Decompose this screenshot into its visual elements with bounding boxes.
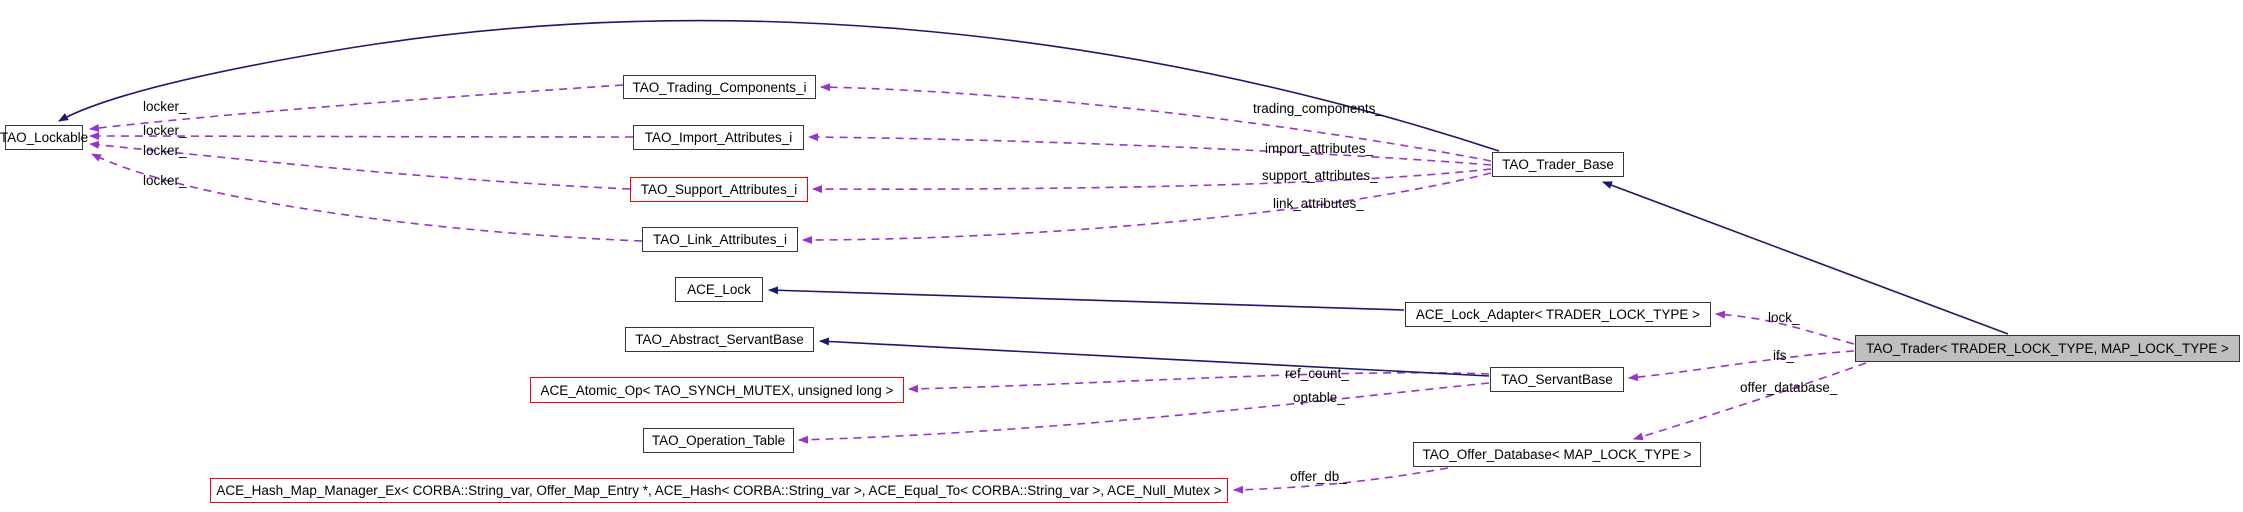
node-tao-trading-components-i[interactable]: TAO_Trading_Components_i — [623, 75, 816, 99]
edge-tao-offer-database-to-ace-hash-map-manager-ex — [1233, 467, 1449, 494]
node-tao-operation-table[interactable]: TAO_Operation_Table — [643, 428, 794, 453]
edge-label-lock: lock_ — [1768, 310, 1800, 325]
node-ace-hash-map-manager-ex: ACE_Hash_Map_Manager_Ex< CORBA::String_v… — [210, 478, 1228, 503]
edge-tao-trader-base-to-tao-support-attributes-i — [812, 168, 1492, 194]
node-tao-link-attributes-i[interactable]: TAO_Link_Attributes_i — [642, 227, 798, 252]
edge-label-import-attributes: import_attributes_ — [1265, 141, 1374, 156]
node-tao-offer-database[interactable]: TAO_Offer_Database< MAP_LOCK_TYPE > — [1413, 442, 1701, 467]
edge-tao-trading-components-i-to-tao-lockable — [89, 84, 624, 132]
edge-tao-trader-base-to-tao-link-attributes-i — [802, 172, 1492, 244]
edge-label-trading-components: trading_components_ — [1253, 101, 1383, 116]
edge-ace-lock-adapter-to-ace-lock — [768, 286, 1405, 311]
edge-tao-trader-base-to-tao-import-attributes-i — [808, 133, 1492, 166]
node-tao-trader-base[interactable]: TAO_Trader_Base — [1492, 152, 1624, 177]
node-tao-support-attributes-i: TAO_Support_Attributes_i — [630, 177, 808, 202]
node-tao-import-attributes-i[interactable]: TAO_Import_Attributes_i — [633, 125, 804, 150]
edge-tao-trader-base-to-tao-lockable — [58, 19, 1500, 152]
edge-label-offer-db: offer_db_ — [1290, 469, 1347, 484]
edge-tao-import-attributes-i-to-tao-lockable — [89, 132, 634, 141]
node-ace-lock[interactable]: ACE_Lock — [675, 277, 763, 302]
edge-tao-trader-base-to-tao-trading-components-i — [820, 83, 1492, 162]
edge-tao-trader-to-tao-servantbase — [1628, 350, 1855, 382]
edge-label-locker-1: locker_ — [143, 99, 187, 114]
edge-label-ifs: ifs_ — [1773, 348, 1795, 363]
edge-label-optable: optable_ — [1293, 390, 1345, 405]
edge-tao-servantbase-to-tao-operation-table — [798, 382, 1490, 444]
edge-label-locker-3: locker_ — [143, 143, 187, 158]
edge-tao-trader-to-ace-lock-adapter — [1715, 310, 1855, 345]
node-ace-atomic-op: ACE_Atomic_Op< TAO_SYNCH_MUTEX, unsigned… — [530, 377, 904, 403]
edge-tao-trader-to-tao-offer-database — [1633, 362, 1867, 441]
edge-tao-trader-to-tao-trader-base — [1602, 181, 2009, 335]
edge-label-locker-2: locker_ — [143, 123, 187, 138]
node-tao-trader: TAO_Trader< TRADER_LOCK_TYPE, MAP_LOCK_T… — [1855, 335, 2240, 362]
edge-label-link-attributes: link_attributes_ — [1273, 196, 1364, 211]
edge-label-offer-database: offer_database_ — [1740, 380, 1838, 395]
edge-tao-servantbase-to-tao-abstract-servantbase — [819, 337, 1490, 377]
node-tao-servantbase[interactable]: TAO_ServantBase — [1490, 367, 1624, 392]
node-tao-abstract-servantbase[interactable]: TAO_Abstract_ServantBase — [625, 327, 814, 352]
edge-label-support-attributes: support_attributes_ — [1262, 168, 1378, 183]
edge-label-ref-count: ref_count_ — [1285, 366, 1349, 381]
node-ace-lock-adapter[interactable]: ACE_Lock_Adapter< TRADER_LOCK_TYPE > — [1405, 302, 1711, 327]
edge-tao-support-attributes-i-to-tao-lockable — [89, 140, 631, 190]
edge-label-locker-4: locker_ — [143, 173, 187, 188]
edge-tao-link-attributes-i-to-tao-lockable — [91, 153, 643, 242]
edge-tao-servantbase-to-ace-atomic-op — [908, 371, 1490, 393]
node-tao-lockable[interactable]: TAO_Lockable — [0, 125, 88, 150]
